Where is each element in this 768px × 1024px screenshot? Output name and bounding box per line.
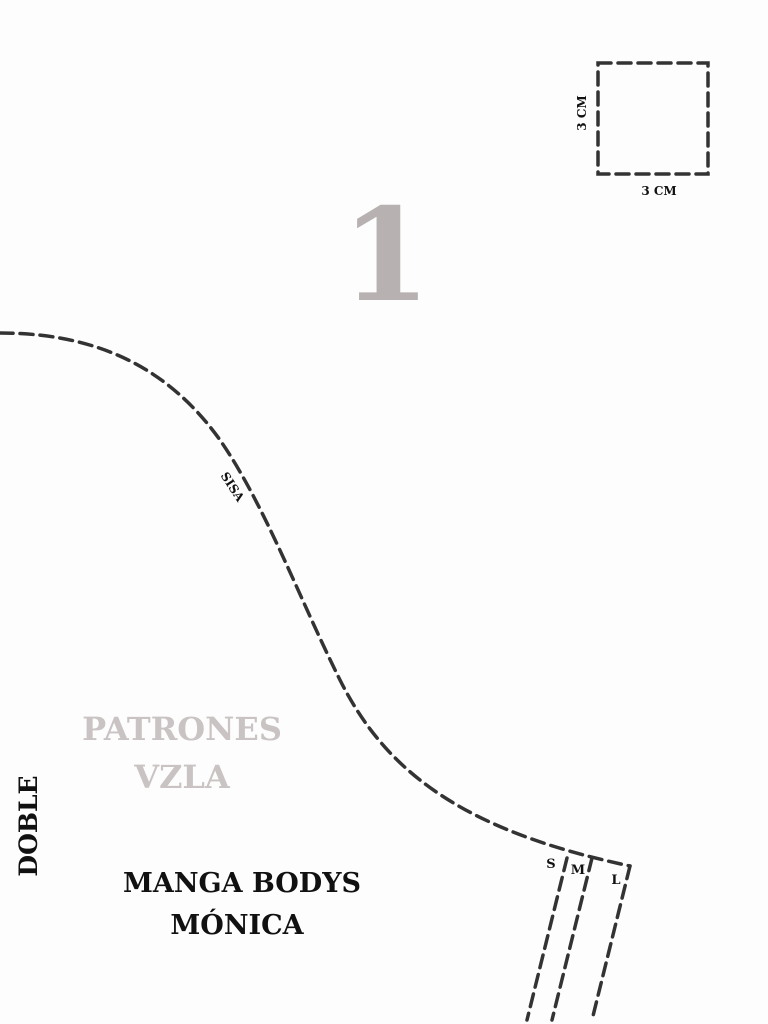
size-label-m: M [571,863,585,878]
scale-square: 3 CM 3 CM [575,61,710,198]
size-label-l: L [611,873,620,888]
piece-title-line-1: MANGA BODYS [123,868,361,899]
fold-label: DOBLE [14,775,43,876]
watermark-line-2: VZLA [133,758,231,796]
scale-square-width-label: 3 CM [641,184,676,198]
size-line-m [550,856,594,1022]
watermark-line-1: PATRONES [82,710,282,748]
page-number: 1 [341,181,430,331]
scale-square-outline [596,61,710,176]
piece-title: MANGA BODYS MÓNICA [123,868,361,941]
scale-square-height-label: 3 CM [575,95,589,130]
watermark: PATRONES VZLA [82,710,282,796]
size-line-s [525,856,569,1022]
size-line-l [590,864,632,1022]
sisa-label: SISA [218,469,248,504]
piece-title-line-2: MÓNICA [170,907,304,941]
sisa-curve [0,331,632,868]
size-label-s: S [546,857,555,872]
size-lines: S M L [525,856,632,1022]
